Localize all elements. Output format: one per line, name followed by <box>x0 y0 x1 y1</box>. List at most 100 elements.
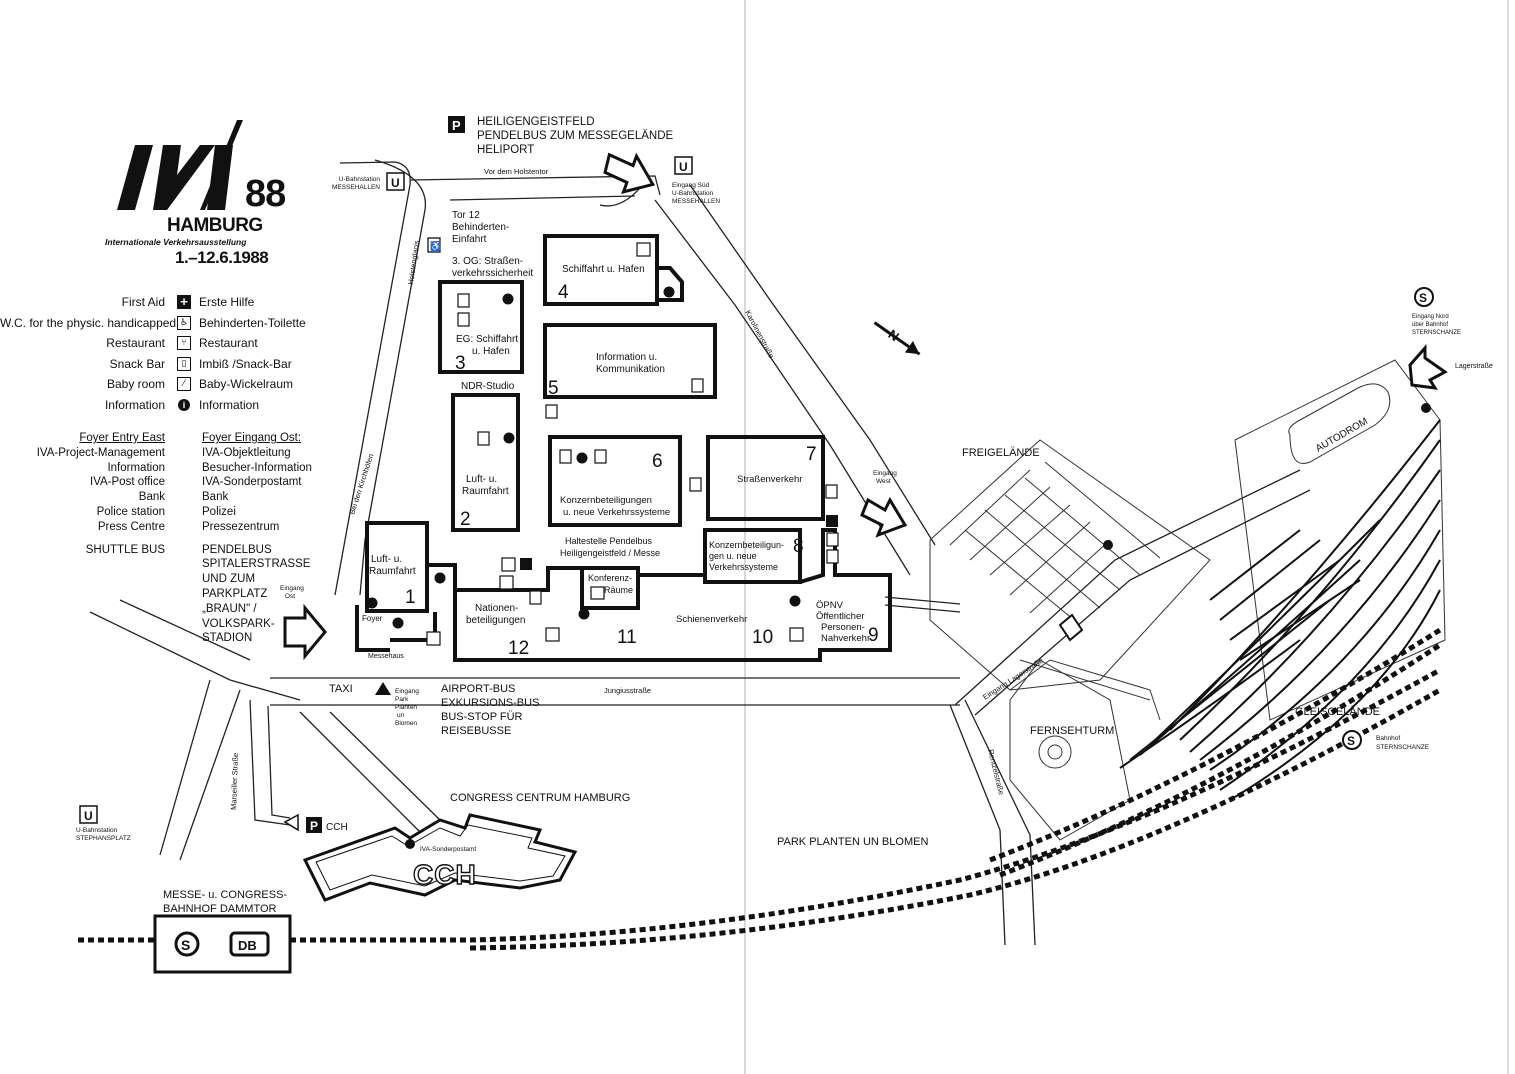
konferenz-outline <box>580 566 640 610</box>
hall-number-12: 12 <box>508 638 529 659</box>
snack-bar-icon <box>477 431 490 446</box>
svg-text:Nationen-: Nationen- <box>475 603 518 614</box>
hall-number-10: 10 <box>752 627 773 648</box>
hall-number-7: 7 <box>806 444 817 465</box>
street-network <box>89 159 1311 946</box>
svg-text:DB: DB <box>238 938 257 953</box>
street-lagerstrasse: Lagerstraße <box>1455 363 1493 370</box>
svg-text:P: P <box>452 118 461 133</box>
snack-bar-icon <box>691 378 704 393</box>
information-icon <box>502 293 514 305</box>
hall-3-outline <box>438 280 524 374</box>
svg-text:Luft- u.: Luft- u. <box>466 474 497 485</box>
arrow-heiligengeistfeld-icon <box>603 152 656 195</box>
legend-wc: W.C. for the physic. handicapped ♿ Behin… <box>0 315 306 331</box>
s-bahn-dammtor-icon <box>174 931 200 957</box>
snack-bar-icon <box>594 449 607 464</box>
svg-text:MESSEHALLEN: MESSEHALLEN <box>332 184 380 191</box>
hall-6-outline <box>548 435 682 527</box>
hall-5-outline <box>543 323 717 399</box>
hall-2-outline <box>451 393 520 532</box>
cch-logo: CCH <box>413 859 477 890</box>
u-bahn-stephansplatz-icon <box>79 805 98 824</box>
svg-text:un: un <box>397 712 405 719</box>
db-logo-icon <box>229 931 270 957</box>
s-bahn-eingang-nord-icon <box>1414 287 1434 307</box>
svg-text:ÖPNV: ÖPNV <box>816 600 844 611</box>
autodrom-area <box>1234 359 1446 721</box>
svg-text:3. OG: Straßen-: 3. OG: Straßen- <box>452 256 523 267</box>
svg-text:EG: Schiffahrt: EG: Schiffahrt <box>456 334 518 345</box>
hall-number-11: 11 <box>617 627 637 648</box>
snack-bar-icon <box>457 293 470 308</box>
haltestelle-pendelbus: Haltestelle Pendelbus <box>565 536 653 546</box>
snack-bar-icon <box>545 404 558 419</box>
entrance-tor-12: Tor 12 <box>452 210 480 221</box>
svg-text:U: U <box>391 176 400 190</box>
main-railway <box>78 627 1442 951</box>
arrow-eingang-nord-icon <box>1408 344 1448 390</box>
exhibition-halls <box>355 234 892 662</box>
restaurant-icon: ⑂ <box>175 335 193 351</box>
svg-text:Eingang Süd: Eingang Süd <box>672 182 710 189</box>
iva-logo: 88 HAMBURG Internationale Verkehrsausste… <box>105 115 295 275</box>
entrance-arrows <box>283 152 1448 832</box>
foyer-heading-en: Foyer Entry East <box>79 432 165 444</box>
svg-text:gen u. neue: gen u. neue <box>709 551 757 561</box>
svg-text:Eingang: Eingang <box>873 470 897 477</box>
street-rentzelstrasse: Rentzelstraße <box>986 748 1006 795</box>
hall-number-8: 8 <box>793 536 804 557</box>
bus-airport: AIRPORT-BUS <box>441 683 515 695</box>
svg-text:MESSEHALLEN: MESSEHALLEN <box>672 198 720 205</box>
svg-text:CCH: CCH <box>326 822 348 833</box>
u-bahn-messehallen-icon <box>386 172 405 191</box>
svg-text:Eingang Nord: Eingang Nord <box>1412 314 1449 320</box>
svg-text:Schiffahrt u. Hafen: Schiffahrt u. Hafen <box>562 264 645 275</box>
svg-text:u. Hafen: u. Hafen <box>472 346 510 357</box>
svg-text:über Bahnhof: über Bahnhof <box>1412 322 1448 328</box>
information-icon <box>576 452 588 464</box>
svg-text:Schienenverkehr: Schienenverkehr <box>676 614 747 625</box>
street-marseiller-strasse: Marseiller Straße <box>229 753 240 810</box>
information-icon <box>663 286 675 298</box>
hall-number-2: 2 <box>460 509 471 530</box>
cch-title: CONGRESS CENTRUM HAMBURG <box>450 792 630 804</box>
parking-pendelbus: PENDELBUS ZUM MESSEGELÄNDE <box>477 130 674 142</box>
svg-text:Ost: Ost <box>285 593 295 600</box>
svg-text:Bahnhof: Bahnhof <box>1376 735 1400 742</box>
street-vor-dem-holstentor: Vor dem Holstentor <box>484 167 549 176</box>
svg-text:S: S <box>1419 291 1427 305</box>
park-planten-un-blomen-label: PARK PLANTEN UN BLOMEN <box>777 836 928 848</box>
gleisgelaende-label: GLEISGELÄNDE <box>1295 706 1380 718</box>
wheelchair-icon: ♿ <box>175 315 193 331</box>
facility-icons <box>366 242 1431 646</box>
svg-text:U: U <box>84 809 93 823</box>
s-bahn-sternschanze-icon <box>1342 730 1362 750</box>
svg-text:u. neue Verkehrssysteme: u. neue Verkehrssysteme <box>563 507 670 518</box>
hall-number-9: 9 <box>868 625 879 646</box>
snack-bar-icon <box>825 484 838 499</box>
svg-text:Konzernbeteiligun-: Konzernbeteiligun- <box>709 540 784 550</box>
foyer-entry-east-list: Foyer Entry East IVA-Project-Management … <box>0 431 350 651</box>
information-icon <box>392 617 404 629</box>
information-icon <box>1103 540 1113 550</box>
legend-baby-room: Baby room ⁄ Baby-Wickelraum <box>106 377 294 392</box>
svg-text:STERNSCHANZE: STERNSCHANZE <box>1412 330 1461 336</box>
svg-text:STEPHANSPLATZ: STEPHANSPLATZ <box>76 835 131 842</box>
information-icon <box>434 572 446 584</box>
svg-text:EXKURSIONS-BUS: EXKURSIONS-BUS <box>441 697 539 709</box>
sonderpostamt-label: IVA-Sonderpostamt <box>420 846 476 853</box>
arrow-eingang-west-icon <box>860 496 908 538</box>
svg-text:Blomen: Blomen <box>395 720 417 727</box>
hall-number-3: 3 <box>455 353 466 374</box>
information-icon <box>503 432 515 444</box>
fernsehturm-area <box>1009 659 1131 841</box>
freigelaende-area <box>929 439 1211 721</box>
snack-bar-icon <box>826 532 839 547</box>
street-holstenglacis: Holstenglacis <box>406 240 421 286</box>
iva-logo-mark-icon <box>117 120 243 210</box>
parking-heiligengeistfeld: HEILIGENGEISTFELD <box>477 116 595 128</box>
parking-heliport: HELIPORT <box>477 144 534 156</box>
wheelchair-icon <box>499 575 514 590</box>
